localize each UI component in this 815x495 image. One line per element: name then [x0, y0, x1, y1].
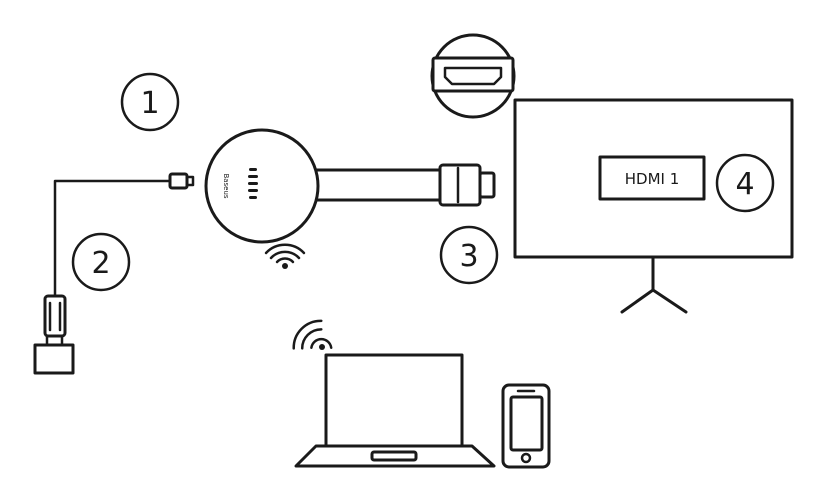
dongle-led-dots — [248, 168, 258, 199]
hdmi-port-icon — [430, 33, 516, 119]
television: HDMI 1 — [513, 98, 794, 314]
callout-1-label: 1 — [140, 86, 159, 121]
callout-4: 4 — [715, 153, 775, 213]
usb-power-cable — [33, 172, 195, 375]
callout-3: 3 — [439, 225, 499, 285]
dongle-wifi-icon — [264, 243, 306, 269]
laptop-touchpad — [370, 450, 418, 462]
tv-input-box — [598, 155, 706, 201]
phone-screen — [509, 395, 544, 452]
laptop — [294, 353, 496, 468]
power-adapter — [33, 343, 75, 375]
smartphone — [501, 383, 551, 469]
callout-3-label: 3 — [459, 239, 478, 274]
callout-2-label: 2 — [91, 246, 110, 281]
tv-input-label: HDMI 1 — [625, 170, 680, 188]
hdmi-cable — [298, 163, 496, 207]
laptop-screen — [324, 353, 464, 448]
laptop-wifi-icon — [292, 319, 333, 350]
dongle-brand: Baseus — [222, 173, 230, 198]
callout-4-label: 4 — [735, 167, 754, 202]
usb-plug — [43, 294, 67, 338]
phone-home-button — [520, 452, 532, 464]
callout-2: 2 — [71, 232, 131, 292]
callout-1: 1 — [120, 72, 180, 132]
hdmi-plug — [438, 163, 482, 207]
wireless-display-dongle: Baseus — [204, 128, 320, 244]
